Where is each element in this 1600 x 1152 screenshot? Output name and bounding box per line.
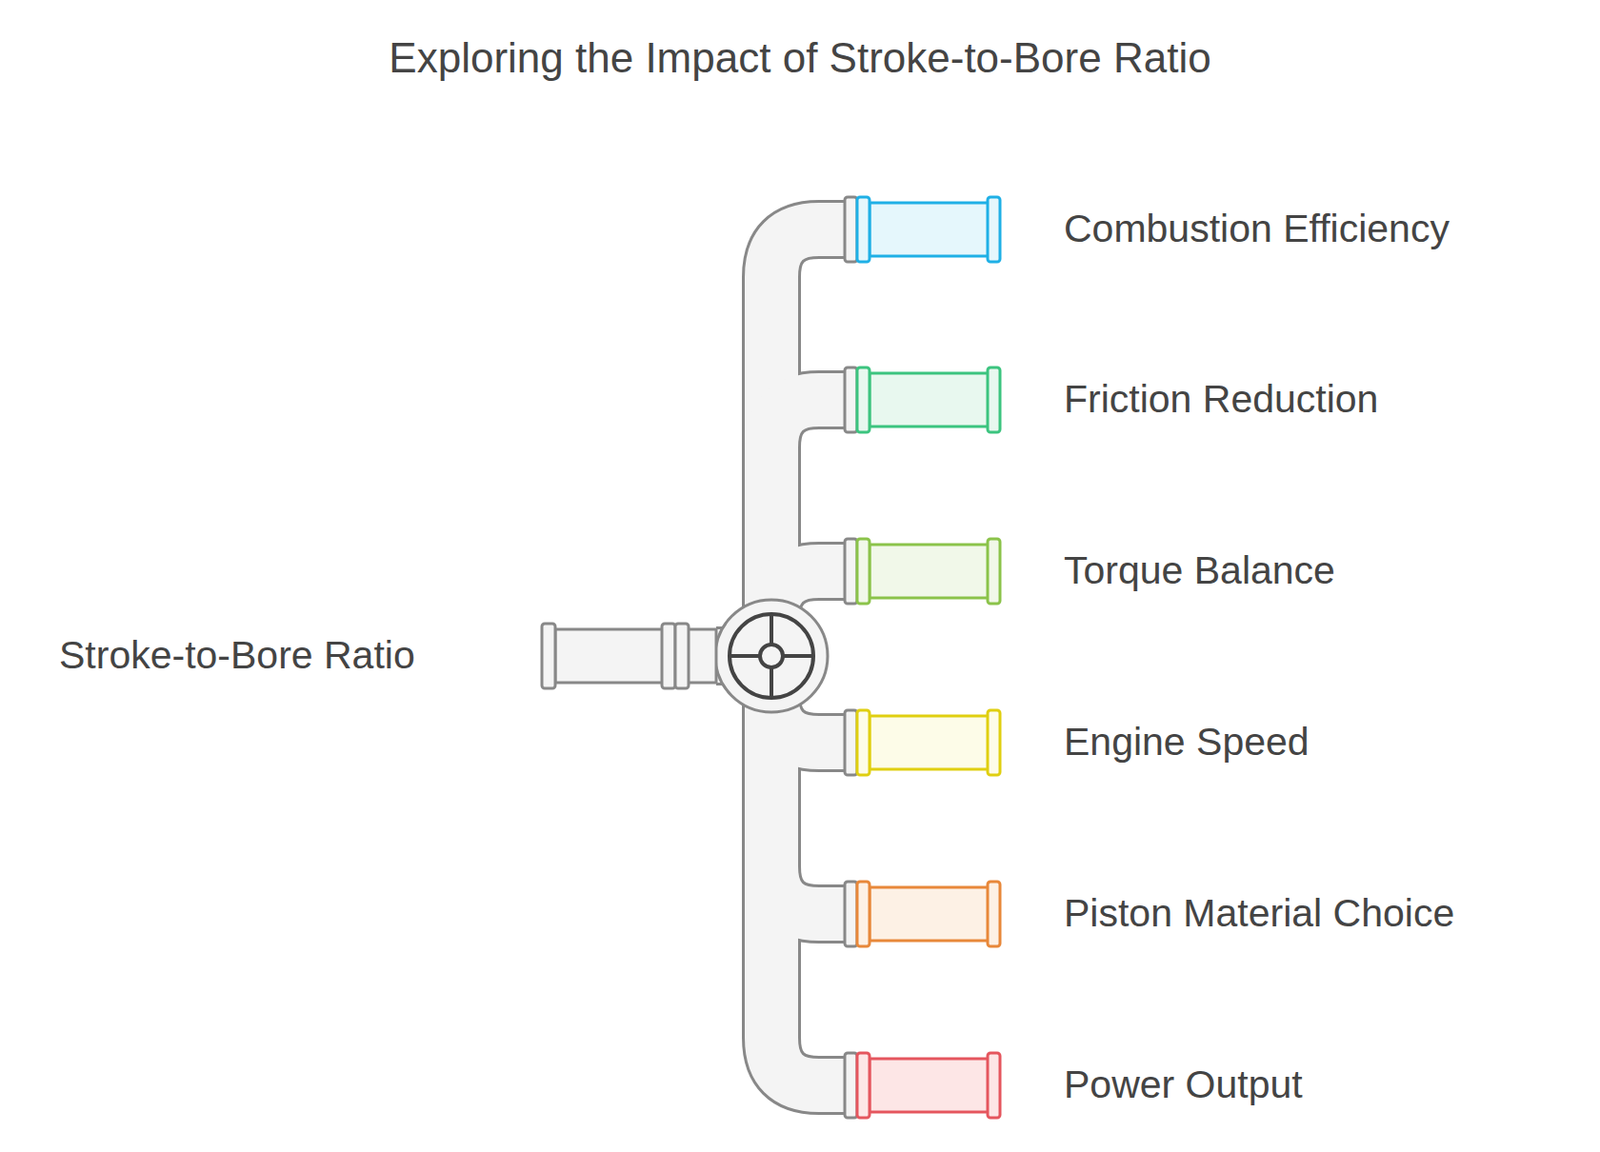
pipe-outline-layer bbox=[716, 229, 845, 1086]
pipe-body bbox=[869, 544, 992, 599]
pipe-flange bbox=[987, 710, 1000, 776]
branch-pipe: Combustion Efficiency bbox=[844, 191, 1454, 268]
pipe-body bbox=[869, 373, 992, 427]
branch-pipe: Friction Reduction bbox=[844, 361, 1382, 439]
pipe-label: Torque Balance bbox=[1063, 547, 1336, 595]
pipe-segment bbox=[844, 361, 1036, 439]
pipe-flange bbox=[987, 367, 1000, 433]
pipe-body bbox=[869, 716, 992, 770]
pipe-segment bbox=[844, 704, 1036, 781]
pipe-fill-layer bbox=[716, 229, 845, 1086]
pipe-flange bbox=[844, 1053, 858, 1119]
pipe-label: Engine Speed bbox=[1063, 719, 1310, 766]
pipe-flange bbox=[857, 539, 870, 604]
pipe-flange bbox=[987, 881, 1000, 947]
pipe-flange bbox=[987, 197, 1000, 262]
input-pipe: Stroke-to-Bore Ratio bbox=[38, 618, 717, 695]
pipe-body bbox=[555, 629, 676, 683]
pipe-label: Power Output bbox=[1063, 1061, 1303, 1109]
pipe-connector-fill bbox=[716, 229, 845, 657]
pipe-flange bbox=[541, 623, 556, 689]
pipe-flange bbox=[675, 623, 689, 689]
pipe-connector bbox=[716, 656, 845, 1086]
pipe-flange bbox=[844, 881, 858, 947]
valve-hub bbox=[715, 600, 828, 713]
branch-pipe: Engine Speed bbox=[844, 704, 1314, 781]
pipe-segment bbox=[844, 876, 1036, 953]
pipe-label: Stroke-to-Bore Ratio bbox=[59, 632, 416, 680]
pipe-flange bbox=[661, 623, 676, 689]
pipe-flange bbox=[857, 197, 870, 262]
pipe-flange bbox=[857, 367, 870, 433]
pipe-segment bbox=[844, 191, 1036, 268]
pipe-body bbox=[869, 1059, 992, 1113]
pipe-body bbox=[869, 202, 992, 257]
pipe-segment bbox=[844, 1047, 1036, 1124]
diagram-title: Exploring the Impact of Stroke-to-Bore R… bbox=[0, 34, 1600, 82]
pipe-flange bbox=[857, 710, 870, 776]
pipe-flange bbox=[844, 367, 858, 433]
pipe-segment bbox=[844, 533, 1036, 610]
pipe-flange bbox=[844, 197, 858, 262]
branch-pipe: Torque Balance bbox=[844, 533, 1340, 610]
pipe-flange bbox=[844, 710, 858, 776]
pipe-label: Combustion Efficiency bbox=[1063, 205, 1450, 253]
pipe-label: Friction Reduction bbox=[1063, 376, 1379, 423]
branch-pipe: Piston Material Choice bbox=[844, 876, 1459, 953]
pipe-label: Piston Material Choice bbox=[1063, 890, 1455, 938]
pipe-flange bbox=[857, 1053, 870, 1119]
pipe-flange bbox=[987, 539, 1000, 604]
pipe-flange bbox=[857, 881, 870, 947]
pipe-body bbox=[869, 887, 992, 941]
pipe-flange bbox=[844, 539, 858, 604]
branch-pipe: Power Output bbox=[844, 1047, 1307, 1124]
pipe-connector bbox=[716, 229, 845, 657]
pipe-flange bbox=[987, 1053, 1000, 1119]
pipe-connector-fill bbox=[716, 656, 845, 1086]
